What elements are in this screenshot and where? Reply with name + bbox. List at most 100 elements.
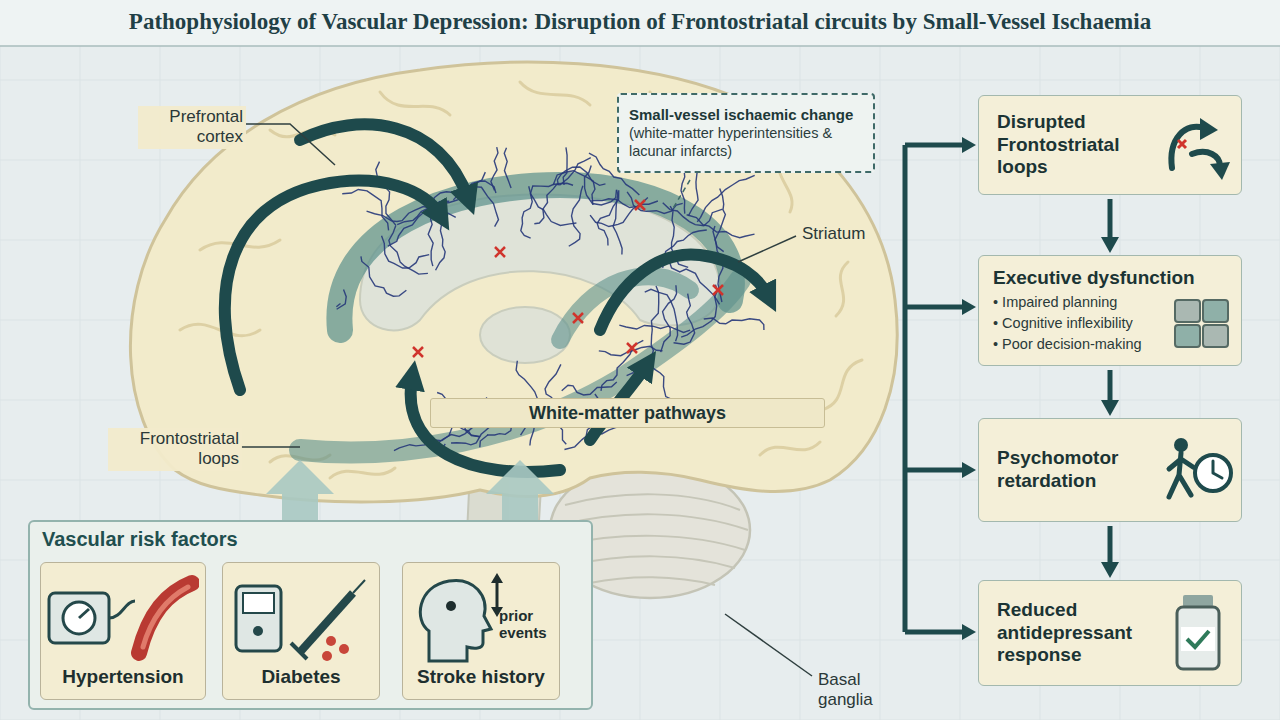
node-text: • Cognitive inflexibility [993,314,1165,332]
small-vessels [557,167,605,185]
infarct-marks [413,347,423,357]
node-title: Stroke history [417,666,545,689]
small-vessels [491,147,498,190]
node-icon [1171,127,1204,168]
small-vessels [562,382,617,395]
leader-lines [725,614,812,676]
node-icon [326,636,336,646]
node-icon [49,593,109,643]
node-icon [1181,627,1215,651]
node-text: • Poor decision-making [993,335,1165,353]
small-vessels [532,158,591,187]
small-vessels [563,147,567,185]
gyri [822,360,862,410]
small-vessels [367,206,431,221]
node-icon [1173,298,1231,350]
small-vessels [361,256,406,296]
risk-factor-box: Hypertension [40,562,206,700]
node-text: • Impaired planning [993,293,1165,311]
node-icon [143,587,188,647]
gyri [760,442,820,455]
gyri [380,92,450,115]
cerebellum [590,577,715,585]
grid-lines [0,46,1,720]
flow-arrow [1108,526,1113,570]
node-icon [353,580,365,593]
outcome-box: Reduced antidepressant response [978,580,1242,686]
small-vessels [697,175,754,222]
outcome-bracket [905,145,968,632]
node-icon [1175,325,1200,347]
structure-label: Frontostriatal loops [108,428,242,471]
gyri [520,82,590,105]
outcome-box: Disrupted Frontostriatal loops [978,95,1242,195]
node-icon [1183,595,1213,607]
node-icon [1213,461,1222,478]
node-title: Hypertension [62,666,183,689]
node-title: Executive dysfunction [993,267,1227,290]
node-icon [301,593,353,651]
outcome-box: Psychomotor retardation [978,418,1242,522]
title-bar [0,0,1280,46]
small-vessels [681,285,717,337]
cerebellum [572,556,735,568]
small-vessels [521,186,533,238]
loop-arrows [225,181,440,390]
small-vessels [342,189,388,230]
node-icon [1171,593,1226,673]
small-vessels [645,289,678,341]
small-vessels [480,435,488,447]
risk-factor-panel: Vascular risk factorsHypertensionDiabete… [28,520,593,710]
small-vessels [661,285,677,352]
node-icon [1161,433,1235,507]
small-vessels [651,286,659,359]
leader-lines [738,236,796,262]
node-icon [1174,438,1188,452]
node-icon [1200,118,1218,140]
node-icon [47,571,199,663]
small-vessels [389,225,428,274]
node-icon [291,643,307,659]
small-vessels [504,148,511,188]
node-icon [1210,162,1230,180]
leader-lines [241,446,300,448]
cerebellum [565,494,740,510]
node-icon [1175,300,1200,322]
risk-arrows [266,460,554,524]
flow-arrow [1108,199,1113,245]
small-vessels [534,183,573,223]
node-icon [496,581,499,609]
node-icon [243,593,274,613]
node-icon [236,586,281,651]
node-title: White-matter pathways [529,403,726,424]
gyri [836,262,848,316]
node-icon [231,571,371,663]
outcome-bracket [905,468,968,473]
risk-factor-box: Diabetes [222,562,380,700]
node-title: Reduced antidepressant response [997,599,1162,667]
node-icon [339,644,349,654]
node-icon [79,609,89,618]
node-icon [409,569,509,665]
node-icon [1187,631,1209,647]
small-vessels [619,325,690,332]
callout-box: Small-vessel ischaemic change(white-matt… [617,93,875,173]
infarct-marks [627,343,637,353]
node-icon [1195,455,1231,491]
small-vessels [529,186,577,225]
node-icon [1203,325,1228,347]
risk-factor-box: Stroke historyprior events [402,562,560,700]
structure-label: Basal ganglia [818,670,890,711]
title-bar [0,0,1280,46]
small-vessels [336,303,340,306]
node-icon [446,601,456,611]
small-vessels [590,197,648,226]
loop-arrows [300,124,468,198]
small-vessels [569,186,583,247]
node-text: (white-matter hyperintensities & lacunar… [629,124,863,160]
node-icon [322,651,332,661]
node-title: Psychomotor retardation [997,447,1162,493]
risk-arrows [266,460,334,524]
infarct-marks [495,247,505,257]
